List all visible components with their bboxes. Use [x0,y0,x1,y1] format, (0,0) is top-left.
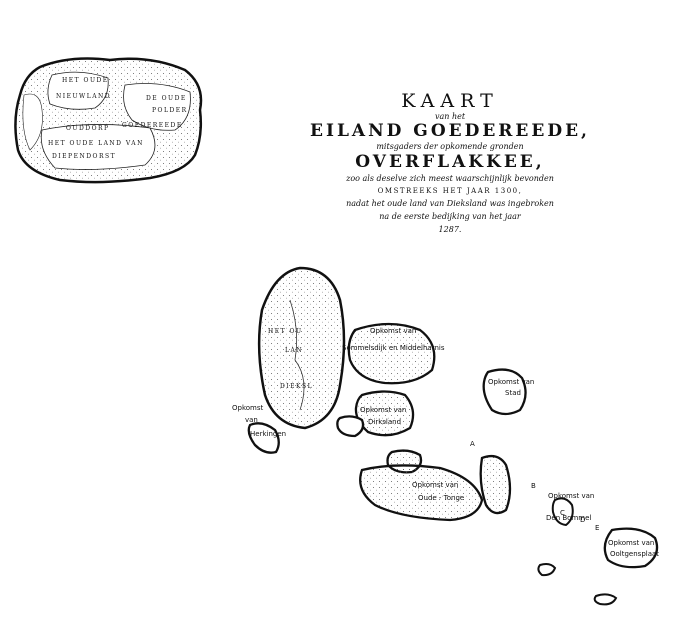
label-sommelsdijk-2: Sommelsdijk en Middelharnis [342,344,445,352]
inset-label-de-oude: DE OUDE [146,95,187,102]
inset-polder-diependorst [40,124,156,170]
title-kaart: KAART [401,90,499,112]
title-omstreeks: OMSTREEKS HET JAAR 1300, [377,187,523,195]
label-sommelsdijk-1: Opkomst van [370,327,416,335]
label-oude-tonge-2: Oude - Tonge [418,494,464,502]
island-label-het-ou: HET OU [268,328,303,335]
inset-label-ouddorp: OUDDORP [66,125,110,132]
label-herkingen-3: Herkingen [250,430,286,438]
inset-label-nieuwland: NIEUWLAND [56,93,111,100]
label-dirksland-1: Opkomst van [360,406,406,414]
label-stad-1: Opkomst van [488,378,534,386]
island-sommelsdijk [347,322,436,385]
inset-label-polder: POLDER [152,107,188,114]
title-eiland-goedereede: EILAND GOEDEREEDE, [310,121,590,141]
label-den-bommel-1: Opkomst van [548,492,594,500]
island-stad [482,368,527,416]
island-dieksland-shape [257,266,346,430]
inset-label-het-oude: HET OUDE [62,77,109,84]
title-bedijking: na de eerste bedijking van het jaar [379,212,521,221]
island-herkingen [247,422,280,454]
island-den-bommel [551,497,574,527]
label-dirksland-2: Dirksland [368,418,401,426]
title-zoo-als: zoo als deselve zich meest waarschijnlij… [346,174,554,183]
letter-e: E [595,524,599,532]
label-den-bommel-2: Den Bommel [546,514,591,522]
inset-map: HET OUDE NIEUWLAND DE OUDE POLDER OUDDOR… [14,57,203,184]
letter-d: D [580,516,585,524]
island-ooltgensplaat [603,527,659,569]
title-overflakkee: OVERFLAKKEE, [355,152,545,172]
island-label-dieksl: DIEKSL [280,383,313,390]
label-oude-tonge-1: Opkomst van [412,481,458,489]
title-mitsgaders: mitsgaders der opkomende gronden [376,142,524,151]
island-east-elongated [479,455,512,515]
inset-label-goedereede: GOEDEREEDE [122,122,183,129]
island-small-se1 [537,563,557,577]
label-herkingen-1: Opkomst [232,404,264,412]
letter-a: A [470,440,475,448]
island-dieksland-creek [289,299,305,411]
inset-label-het-oude-land-van: HET OUDE LAND VAN [48,140,144,147]
map-title-block: KAART van het EILAND GOEDEREEDE, mitsgad… [300,92,600,234]
title-nadat: nadat het oude land van Dieksland was in… [346,199,554,208]
inset-west-fields [22,93,43,151]
island-label-lan: LAN [285,347,303,354]
inset-label-diependorst: DIEPENDORST [52,153,116,160]
letter-b: B [531,482,536,490]
title-year: 1287. [438,225,462,234]
inset-polder-oude [123,83,191,131]
island-small-west [336,415,365,438]
label-stad-2: Stad [505,389,521,397]
label-ooltgensplaat-2: Ooltgensplaat [610,550,659,558]
island-dieksland: HET OU LAN DIEKSL [257,266,346,430]
letter-c: C [560,509,565,517]
label-herkingen-2: van [245,416,258,424]
island-dirksland [354,390,415,437]
island-small-se2 [593,593,618,606]
inset-polder-nieuwland [47,71,109,110]
island-oude-tonge [359,464,484,522]
title-van-het: van het [434,112,466,121]
label-ooltgensplaat-1: Opkomst van [608,539,654,547]
